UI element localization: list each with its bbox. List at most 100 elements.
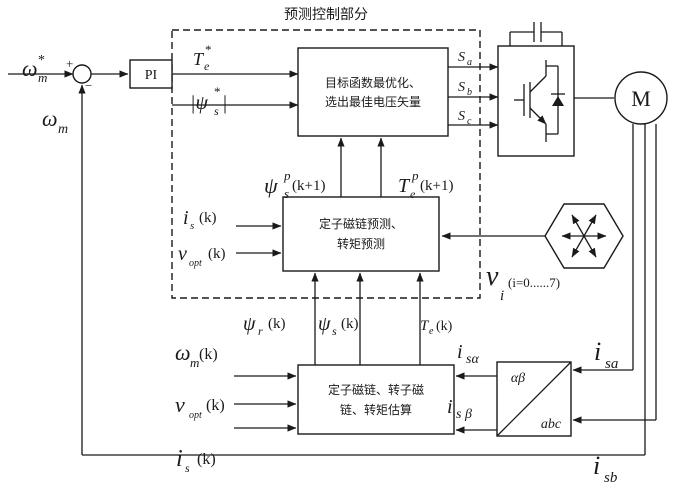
svg-text:s: s xyxy=(185,461,190,475)
estimation-block-line1: 定子磁链、转子磁 xyxy=(328,382,424,397)
svg-text:c: c xyxy=(467,116,472,127)
svg-text:*: * xyxy=(214,84,221,99)
svg-text:(i=0......7): (i=0......7) xyxy=(508,275,560,290)
switch-signal-sa: S a xyxy=(458,50,472,68)
svg-text:opt: opt xyxy=(189,258,202,269)
inverter-block xyxy=(497,45,575,157)
svg-text:a: a xyxy=(467,57,472,68)
svg-text:(k+1): (k+1) xyxy=(292,178,325,194)
igbt-switch-icon xyxy=(514,60,559,142)
predicted-torque-label: T e p (k+1) xyxy=(398,168,453,201)
svg-text:v: v xyxy=(486,261,499,292)
svg-text:*: * xyxy=(38,53,45,68)
vopt-k2-label: v opt (k) xyxy=(175,392,225,421)
freewheel-diode-icon xyxy=(551,93,565,106)
mpc-optimization-block xyxy=(297,47,449,137)
is-k2-label: i s (k) xyxy=(176,446,216,475)
svg-text:s β: s β xyxy=(456,407,472,422)
switch-signal-sc: S c xyxy=(458,109,472,127)
svg-text:b: b xyxy=(467,87,472,98)
switch-signal-sb: S b xyxy=(458,80,472,98)
svg-text:(k): (k) xyxy=(199,210,217,226)
svg-text:e: e xyxy=(410,187,416,201)
svg-text:ψ: ψ xyxy=(243,313,256,335)
svg-text:i: i xyxy=(176,446,183,472)
svg-text:(k): (k) xyxy=(436,319,453,334)
svg-text:m: m xyxy=(190,355,199,370)
stator-flux-label: ψ s (k) xyxy=(318,313,359,338)
i-sb-label: i sb xyxy=(593,451,618,486)
svg-text:ω: ω xyxy=(175,340,191,365)
i-sa-label: i sa xyxy=(594,337,618,372)
svg-text:T: T xyxy=(398,175,411,197)
svg-text:(k): (k) xyxy=(206,397,225,414)
svg-text:e: e xyxy=(204,59,210,73)
svg-text:m: m xyxy=(38,70,47,85)
svg-text:S: S xyxy=(458,109,465,124)
svg-text:ψ: ψ xyxy=(264,173,278,198)
voltage-vectors-label: v i (i=0......7) xyxy=(486,261,560,304)
svg-text:(k): (k) xyxy=(268,316,286,332)
svg-text:ψ: ψ xyxy=(318,313,331,335)
svg-text:p: p xyxy=(283,168,291,183)
rotor-flux-label: ψ r (k) xyxy=(243,313,286,338)
vopt-k-label: v opt (k) xyxy=(178,243,226,269)
svg-text:p: p xyxy=(411,168,419,183)
svg-text:s: s xyxy=(284,186,289,201)
svg-text:T: T xyxy=(420,318,430,334)
estimation-block xyxy=(297,364,455,435)
transform-alphabeta-label: αβ xyxy=(511,371,525,386)
mpc-block-line2: 选出最佳电压矢量 xyxy=(325,95,421,109)
svg-text:e: e xyxy=(429,326,434,337)
svg-text:i: i xyxy=(594,337,601,366)
svg-text:(k): (k) xyxy=(341,316,359,332)
i-s-alpha-label: i sα xyxy=(457,341,479,367)
svg-text:m: m xyxy=(58,122,68,137)
current-is-k-label: i s (k) xyxy=(183,207,217,232)
prediction-block xyxy=(282,196,440,272)
svg-text:i: i xyxy=(500,288,504,304)
flux-reference-label: |ψ s * | xyxy=(190,84,227,118)
svg-text:|ψ: |ψ xyxy=(190,92,208,114)
svg-text:v: v xyxy=(175,392,185,417)
svg-text:sa: sa xyxy=(605,356,618,372)
torque-reference-label: T e * xyxy=(193,42,212,73)
svg-text:T: T xyxy=(193,49,205,69)
svg-text:ω: ω xyxy=(42,106,58,131)
predictive-control-region xyxy=(171,29,481,299)
svg-text:v: v xyxy=(178,243,187,265)
sum-minus-sign: − xyxy=(85,78,92,93)
svg-text:s: s xyxy=(332,324,337,338)
region-title: 预测控制部分 xyxy=(284,7,368,23)
dc-link-capacitor-icon xyxy=(509,22,563,46)
svg-text:S: S xyxy=(458,80,465,95)
i-s-beta-label: i s β xyxy=(447,396,472,422)
svg-text:(k): (k) xyxy=(208,246,226,262)
prediction-block-line1: 定子磁链预测、 xyxy=(319,216,403,231)
motor-label: M xyxy=(631,86,651,111)
svg-text:*: * xyxy=(205,42,212,57)
svg-text:i: i xyxy=(457,341,463,363)
svg-text:|: | xyxy=(223,92,227,114)
svg-text:(k): (k) xyxy=(197,451,216,468)
svg-text:i: i xyxy=(447,396,453,418)
svg-text:i: i xyxy=(183,207,189,229)
svg-text:opt: opt xyxy=(189,410,202,421)
svg-text:s: s xyxy=(190,220,194,232)
mpc-block-line1: 目标函数最优化、 xyxy=(325,75,421,90)
svg-text:sα: sα xyxy=(466,352,479,367)
svg-text:sb: sb xyxy=(604,470,618,486)
prediction-block-line2: 转矩预测 xyxy=(337,236,385,251)
svg-text:S: S xyxy=(458,50,465,65)
svg-text:(k): (k) xyxy=(199,346,218,363)
predicted-flux-label: ψ s p (k+1) xyxy=(264,168,325,201)
svg-text:s: s xyxy=(214,104,219,118)
svg-text:r: r xyxy=(258,324,263,338)
speed-reference: ω * m xyxy=(22,53,47,85)
omega-k-label: ω m (k) xyxy=(175,340,218,370)
voltage-vector-hexagon-icon xyxy=(544,203,624,269)
svg-text:i: i xyxy=(593,451,600,480)
speed-feedback-label: ω m xyxy=(42,106,68,137)
svg-text:ω: ω xyxy=(22,56,38,81)
